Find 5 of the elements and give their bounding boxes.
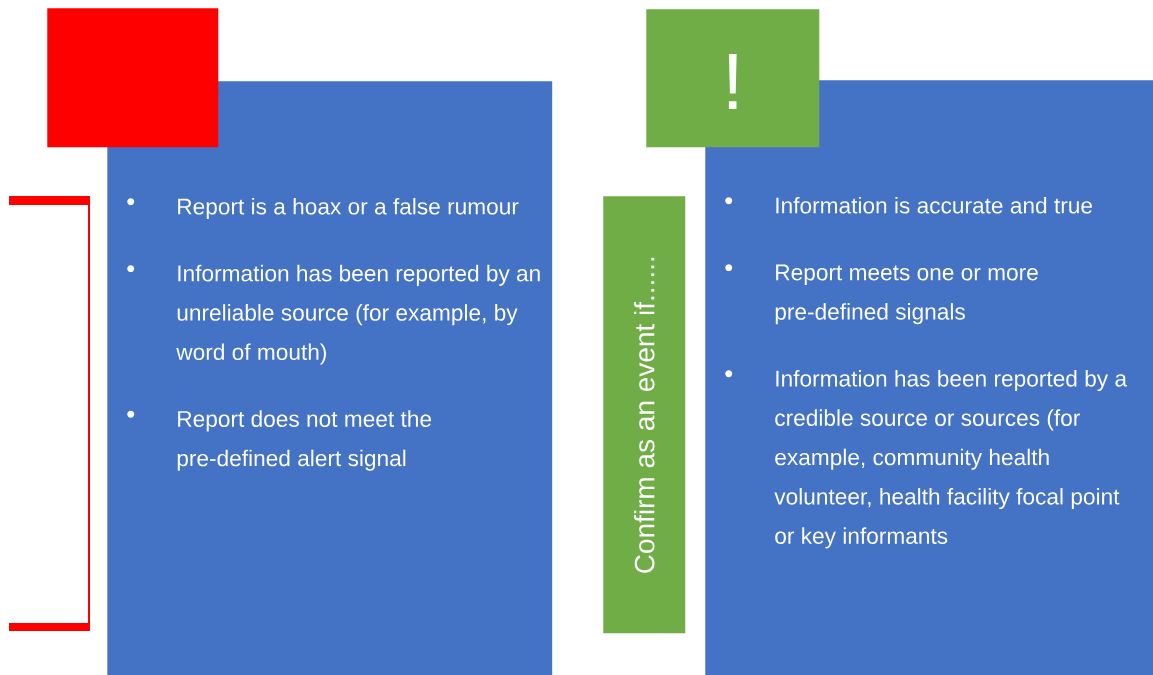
bracket	[9, 196, 90, 631]
text-panel: Report is a hoax or a false rumour Information has been reported by an unreliable source (for example, by word of mouth) Report does not meet the pre-defined alert signal	[107, 81, 553, 675]
exclamation-block: !	[646, 9, 820, 148]
vertical-band: Confirm as an event if......	[603, 196, 686, 634]
square-block	[47, 8, 219, 148]
